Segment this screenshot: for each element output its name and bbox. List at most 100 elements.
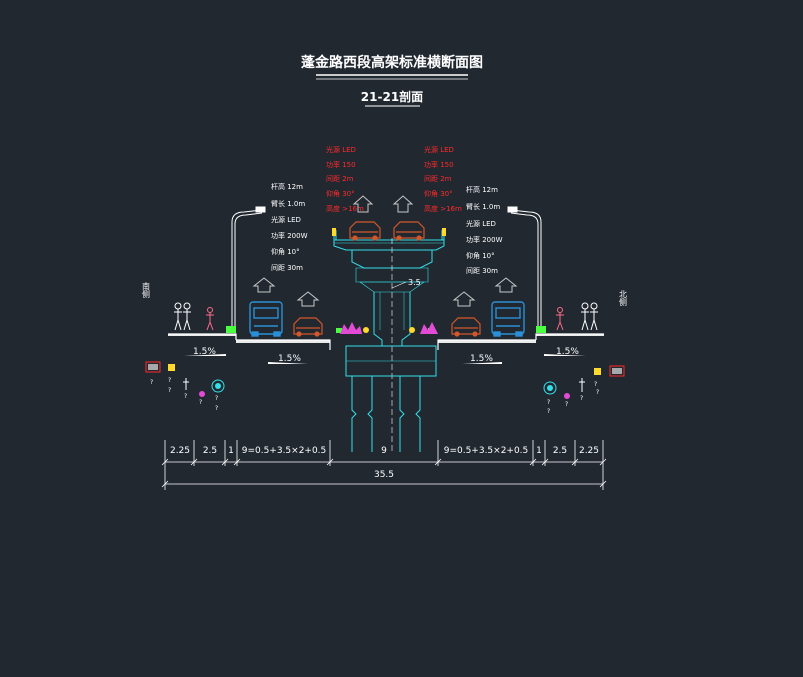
street-lamp-left: [231, 206, 266, 330]
spec-line: 仰角 30°: [326, 189, 355, 198]
arrow-up-icon: [296, 291, 320, 307]
arrow-up-icon: [452, 291, 476, 307]
spec-line: 杆高 12m: [271, 182, 303, 191]
spec-line: 功率 150: [424, 160, 454, 169]
pile-right: [399, 376, 421, 452]
upper-lamp-spec-left: 光源 LED 功率 150 间距 2m 仰角 30° 高度 >16m: [326, 145, 364, 213]
elevated-bridge: [333, 228, 445, 452]
shrub-icon: [336, 328, 342, 333]
deck-traffic: [349, 221, 425, 241]
side-label-left: 南侧: [142, 281, 151, 299]
side-label-right: 北侧: [619, 290, 628, 307]
svg-text:?: ?: [215, 405, 218, 412]
utility-box-icon: [594, 368, 601, 375]
person-icon: [590, 302, 598, 331]
bus-icon-left: [249, 301, 283, 337]
spec-line: 仰角 10°: [466, 251, 495, 260]
arrow-up-icon: [252, 277, 276, 293]
pier-offset-label: 3.5: [408, 278, 421, 287]
spec-line: 仰角 30°: [424, 189, 453, 198]
pedestrian-icons-left: [174, 302, 214, 331]
deck-lamp-left: [332, 228, 336, 236]
dim-left-road: 9=0.5+3.5×2+0.5: [242, 446, 327, 456]
spec-line: 功率 150: [326, 160, 356, 169]
spec-line: 间距 30m: [271, 264, 303, 272]
arrow-up-icon: [494, 277, 518, 293]
shrub-icon: [226, 326, 236, 333]
side-label-north: 北侧: [619, 290, 628, 307]
deck-lamps: [332, 228, 446, 236]
bus-icon-right: [491, 301, 525, 337]
side-label-south: 南侧: [142, 281, 151, 299]
upper-lamp-spec-right: 光源 LED 功率 150 间距 2m 仰角 30° 高度 >16m: [424, 145, 462, 213]
person-icon: [581, 302, 589, 331]
utility-box-icon: [168, 364, 175, 371]
svg-text:?: ?: [168, 377, 171, 384]
arrow-up-icon: [352, 195, 374, 213]
slope-label: 1.5%: [556, 347, 579, 357]
car-icon: [393, 221, 425, 241]
ground-fill: [168, 334, 604, 343]
car-icon-left-ground: [293, 317, 323, 337]
svg-text:?: ?: [580, 395, 583, 402]
utility-pipe-icon: [211, 379, 225, 393]
dim-right-bike: 2.5: [553, 446, 567, 456]
svg-text:?: ?: [168, 387, 171, 394]
drawing-title: 蓬金路西段高架标准横断面图: [301, 54, 483, 71]
person-icon: [556, 307, 564, 331]
dim-right-divider: 1: [536, 446, 542, 456]
bridge-deck: [333, 239, 445, 251]
svg-text:?: ?: [199, 399, 202, 406]
spec-line: 高度 >16m: [424, 204, 462, 213]
flower-bed-icon: [340, 322, 362, 334]
pier-column: [373, 292, 411, 346]
utility-symbols-left: ??? ????: [145, 361, 225, 412]
utility-pipe-icon: [564, 393, 570, 399]
spec-line: 间距 30m: [466, 267, 498, 275]
street-lamp-right: [507, 206, 542, 330]
arrow-up-icon: [392, 195, 414, 213]
slope-label: 1.5%: [470, 354, 493, 364]
dim-left-divider: 1: [228, 446, 234, 456]
person-icon: [174, 302, 182, 331]
dim-right-road: 9=0.5+3.5×2+0.5: [444, 446, 529, 456]
drawing-subtitle: 21-21剖面: [361, 89, 423, 104]
spec-line: 间距 2m: [424, 175, 452, 183]
ground-lamp-spec-left: 杆高 12m 臂长 1.0m 光源 LED 功率 200W 仰角 10° 间距 …: [271, 182, 308, 272]
shrub-icon: [536, 326, 546, 333]
spec-line: 光源 LED: [326, 145, 356, 154]
slope-label: 1.5%: [278, 354, 301, 364]
car-icon: [349, 221, 381, 241]
utility-box-icon: [609, 365, 625, 377]
deck-direction-arrows: [352, 195, 414, 213]
dim-left-sidewalk: 2.25: [170, 446, 190, 456]
ground-profile: [168, 333, 604, 350]
svg-text:?: ?: [547, 408, 550, 415]
spec-line: 杆高 12m: [466, 185, 498, 194]
pedestrian-icons-right: [556, 302, 598, 331]
spec-line: 光源 LED: [424, 145, 454, 154]
svg-text:?: ?: [184, 393, 187, 400]
svg-text:?: ?: [215, 395, 218, 402]
ground-direction-arrows: [252, 277, 518, 307]
spec-line: 高度 >16m: [326, 204, 364, 213]
spec-line: 臂长 1.0m: [466, 202, 500, 211]
svg-text:?: ?: [565, 401, 568, 408]
pier-offset-dim: 3.5: [391, 278, 421, 289]
svg-text:?: ?: [547, 399, 550, 406]
spec-line: 光源 LED: [271, 215, 301, 224]
spec-line: 光源 LED: [466, 219, 496, 228]
slope-indicators: 1.5% 1.5% 1.5% 1.5%: [184, 347, 586, 364]
spec-line: 功率 200W: [466, 235, 503, 244]
utility-symbols-right: ??? ???: [543, 365, 625, 415]
spec-line: 臂长 1.0m: [271, 199, 305, 208]
spec-line: 仰角 10°: [271, 247, 300, 256]
utility-pipe-icon: [543, 381, 557, 395]
dim-total: 35.5: [374, 470, 394, 480]
slope-label: 1.5%: [193, 347, 216, 357]
spec-line: 功率 200W: [271, 231, 308, 240]
flower-bed-icon: [420, 322, 438, 334]
svg-text:?: ?: [150, 379, 153, 386]
car-icon-right-ground: [451, 317, 481, 337]
